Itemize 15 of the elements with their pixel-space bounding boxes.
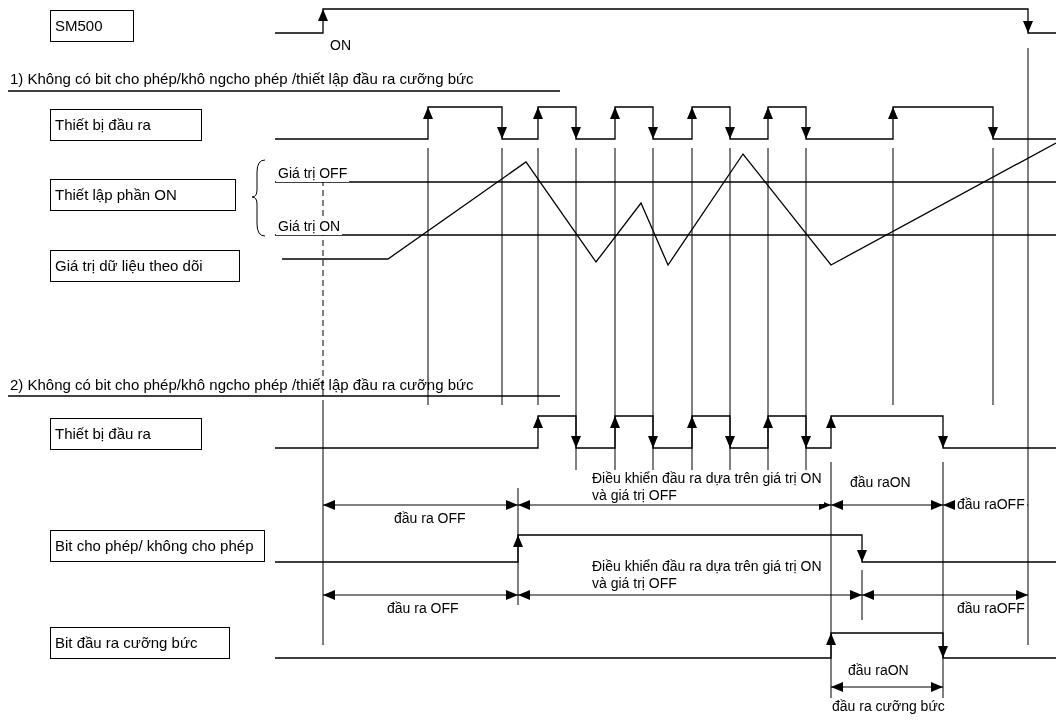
period-label: đầu ra cưỡng bức xyxy=(830,698,947,715)
period-label: đầu raOFF xyxy=(955,496,1027,513)
period-label: Điều khiển đầu ra dựa trên giá trị ON và giá trị OFF xyxy=(590,558,824,592)
signal-name: Giá trị dữ liệu theo dõi xyxy=(50,250,240,282)
section-heading: 1) Không có bit cho phép/khô ngcho phép /thiết lập đầu ra cưỡng bức xyxy=(9,70,475,87)
signal-name: Thiết bị đầu ra xyxy=(50,109,202,141)
threshold-label: Giá trị OFF xyxy=(276,165,350,182)
section-heading: 2) Không có bit cho phép/khô ngcho phép /thiết lập đầu ra cưỡng bức xyxy=(9,376,475,393)
signal-name: Thiết bị đầu ra xyxy=(50,418,202,450)
threshold-label: Giá trị ON xyxy=(276,218,343,235)
period-label: Điều khiển đầu ra dựa trên giá trị ON và giá trị OFF xyxy=(590,470,824,504)
signal-name: SM500 xyxy=(50,10,134,42)
signal-name: Bit cho phép/ không cho phép xyxy=(50,530,265,562)
signal-name: Bit đầu ra cưỡng bức xyxy=(50,627,230,659)
signal-name: Thiết lập phần ON xyxy=(50,179,236,211)
